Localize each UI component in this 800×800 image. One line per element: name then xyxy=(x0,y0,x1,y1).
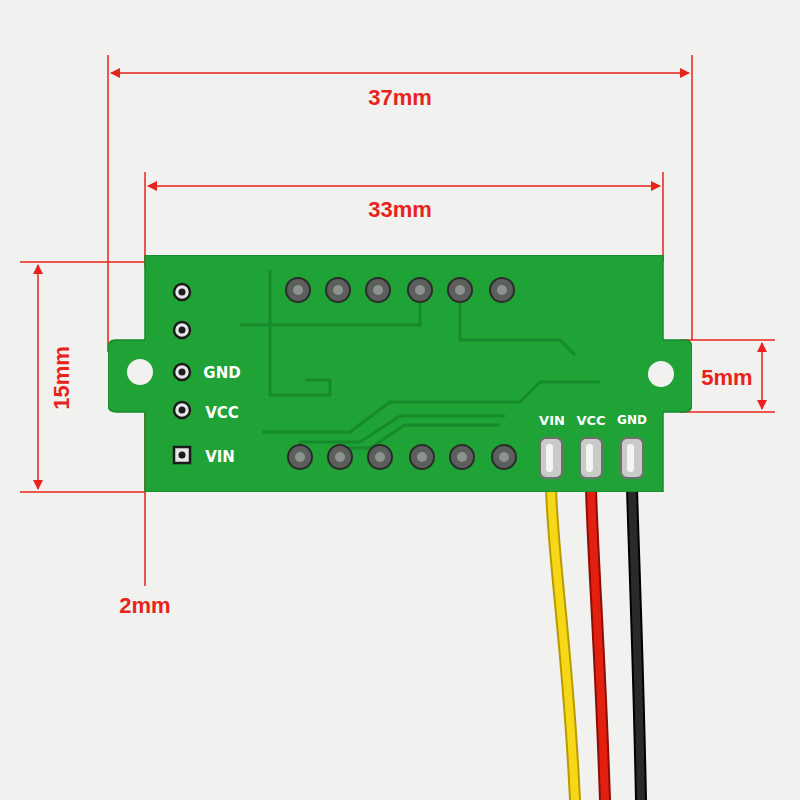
pcb-board: GND VCC VIN VIN VCC GND xyxy=(108,255,692,492)
wires xyxy=(551,488,641,800)
dimension-label: 15mm xyxy=(51,346,73,410)
pin-label: GND xyxy=(617,414,647,426)
dimension-label: 33mm xyxy=(368,199,432,221)
pin-label: VIN xyxy=(539,414,565,427)
dimension-label: 5mm xyxy=(701,367,752,389)
pcb-art xyxy=(108,255,692,492)
pin-label: VCC xyxy=(576,414,605,427)
pin-label: VIN xyxy=(205,450,235,465)
dimension-label: 2mm xyxy=(119,595,170,617)
dimension-label: 37mm xyxy=(368,87,432,109)
pin-label: GND xyxy=(203,366,240,381)
dimension-lines xyxy=(20,55,775,586)
pin-label: VCC xyxy=(205,406,239,421)
